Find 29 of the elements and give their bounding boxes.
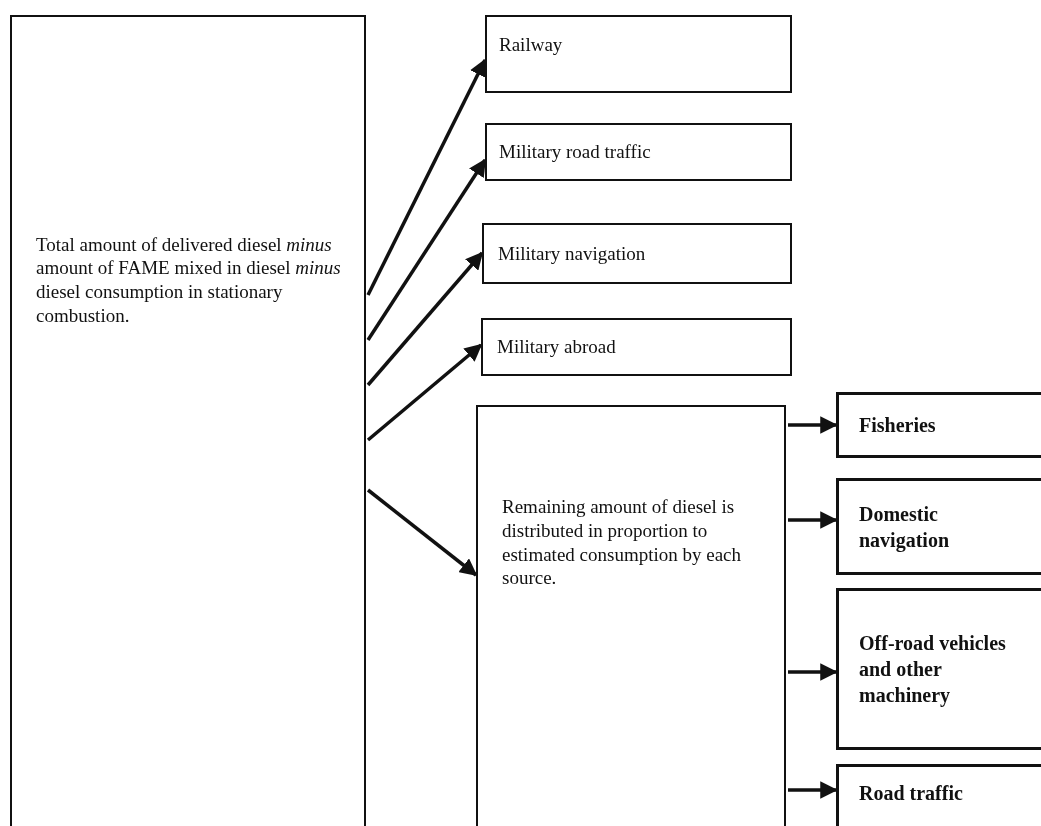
process-box <box>485 15 792 93</box>
box-text: Military road traffic <box>499 140 651 164</box>
arrow <box>366 58 487 296</box>
process-box <box>482 223 792 284</box>
process-box <box>481 318 792 376</box>
box-text: Military abroad <box>497 335 616 359</box>
arrow <box>366 343 483 442</box>
category-box <box>836 392 1041 458</box>
process-box <box>476 405 786 826</box>
box-text: Domestic navigation <box>859 501 951 553</box>
box-text: Remaining amount of diesel is distributed in proportion to estimated consumption by each source. <box>502 495 743 590</box>
box-text: Fisheries <box>859 413 936 438</box>
box-text: Off-road vehicles and other machinery <box>859 631 1007 708</box>
category-box <box>836 588 1041 750</box>
box-text: Total amount of delivered diesel minus amount of FAME mixed in diesel minus diesel consumption in stationary combustion. <box>36 232 342 328</box>
process-box <box>10 15 366 826</box>
category-box <box>836 478 1041 575</box>
arrow <box>788 781 838 799</box>
category-box <box>836 764 1041 826</box>
arrow <box>788 663 838 681</box>
arrow <box>366 488 478 577</box>
box-text: Road traffic <box>859 781 963 806</box>
box-text: Military navigation <box>498 241 646 266</box>
box-text: Railway <box>499 33 563 57</box>
arrow <box>788 511 838 529</box>
arrow <box>366 158 487 341</box>
process-box <box>485 123 792 181</box>
arrow <box>788 416 838 434</box>
arrow <box>366 251 484 387</box>
